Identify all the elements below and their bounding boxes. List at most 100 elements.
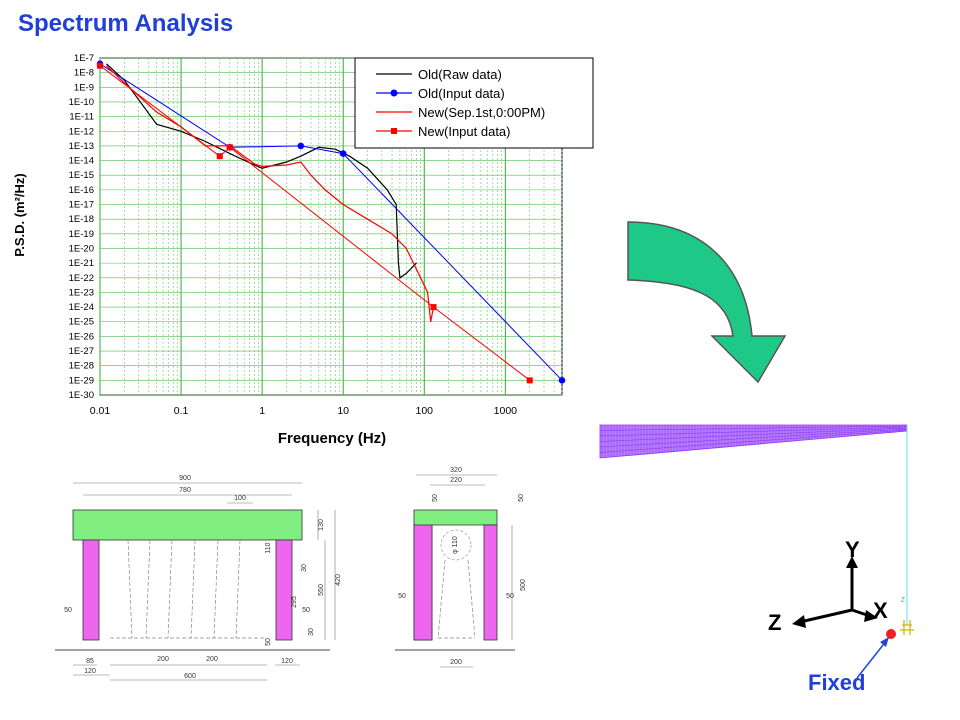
series-point bbox=[226, 144, 233, 151]
top-beam bbox=[72, 509, 303, 541]
y-tick-label: 1E-12 bbox=[69, 126, 94, 137]
mesh-beam bbox=[599, 424, 908, 459]
dimension-label: 50 bbox=[64, 607, 72, 614]
dimension-label: 295 bbox=[291, 596, 298, 608]
dimension-label: 900 bbox=[179, 475, 191, 482]
legend-label: Old(Raw data) bbox=[418, 67, 502, 82]
y-tick-label: 1E-15 bbox=[69, 170, 94, 181]
dimension-label: 120 bbox=[84, 668, 96, 675]
dimension-label: 130 bbox=[318, 519, 325, 531]
legend-label: New(Sep.1st,0:00PM) bbox=[418, 105, 545, 120]
dimension-label: 120 bbox=[281, 658, 293, 665]
dimension-label: 600 bbox=[184, 673, 196, 680]
mesh-line bbox=[599, 428, 908, 448]
tiny-z-label: Z bbox=[901, 597, 906, 604]
side-right-column bbox=[483, 524, 498, 641]
series-point bbox=[97, 62, 103, 69]
mesh-line bbox=[599, 426, 908, 437]
dimension-label: 780 bbox=[179, 487, 191, 494]
y-tick-labels: 1E-71E-81E-91E-101E-111E-121E-131E-141E-… bbox=[69, 53, 94, 401]
y-tick-label: 1E-18 bbox=[69, 214, 94, 225]
page-title: Spectrum Analysis bbox=[18, 10, 234, 37]
y-tick-label: 1E-11 bbox=[69, 112, 94, 123]
flow-arrow bbox=[627, 221, 787, 384]
legend-label: New(Input data) bbox=[418, 124, 511, 139]
chart-legend: Old(Raw data) Old(Input data) New(Sep.1st,… bbox=[354, 57, 594, 149]
dimension-label: 85 bbox=[86, 658, 94, 665]
dimension-label: 220 bbox=[450, 477, 462, 484]
fixed-label: Fixed bbox=[808, 670, 865, 695]
y-tick-label: 1E-13 bbox=[69, 141, 94, 152]
y-tick-label: 1E-23 bbox=[69, 287, 94, 298]
y-tick-label: 1E-8 bbox=[74, 68, 94, 79]
series-line bbox=[105, 63, 417, 279]
dimension-label: 200 bbox=[450, 659, 462, 666]
x-tick-label: 10 bbox=[337, 405, 349, 417]
x-tick-labels: 0.01 0.1 1 10 100 1000 bbox=[90, 405, 517, 417]
mesh-line bbox=[599, 425, 908, 431]
y-tick-label: 1E-29 bbox=[69, 375, 94, 386]
series-lines bbox=[96, 60, 566, 384]
y-tick-label: 1E-22 bbox=[69, 273, 94, 284]
dimension-label: 320 bbox=[450, 467, 462, 474]
dimension-label: φ 110 bbox=[452, 536, 459, 554]
y-tick-label: 1E-19 bbox=[69, 229, 94, 240]
mesh-line bbox=[599, 427, 908, 442]
grid-lines bbox=[99, 57, 563, 396]
series-point bbox=[526, 377, 533, 384]
psd-chart: 1E-71E-81E-91E-101E-111E-121E-131E-141E-… bbox=[12, 53, 594, 447]
series-point bbox=[297, 142, 305, 150]
y-tick-label: 1E-21 bbox=[69, 258, 94, 269]
dimension-label: 30 bbox=[308, 628, 315, 636]
y-tick-label: 1E-20 bbox=[69, 243, 94, 254]
mesh-line bbox=[599, 429, 908, 453]
y-tick-label: 1E-25 bbox=[69, 317, 94, 328]
dimension-label: 30 bbox=[301, 564, 308, 572]
x-tick-label: 1000 bbox=[494, 405, 518, 417]
coordinate-axes: Y X Z Fixed bbox=[768, 537, 896, 695]
side-view-drawing: 320 220 50 50 φ 110 50 50 500 200 bbox=[395, 467, 527, 668]
y-tick-label: 1E-24 bbox=[69, 302, 94, 313]
dimension-label: 100 bbox=[234, 495, 246, 502]
fixed-point-marker bbox=[886, 629, 896, 639]
y-tick-label: 1E-30 bbox=[69, 390, 94, 401]
x-axis-label: Frequency (Hz) bbox=[278, 430, 386, 447]
axis-z-label: Z bbox=[768, 610, 781, 635]
dimension-label: 550 bbox=[318, 584, 325, 596]
y-tick-label: 1E-26 bbox=[69, 331, 94, 342]
dimension-label: 50 bbox=[432, 494, 439, 502]
series-point bbox=[339, 150, 347, 157]
y-tick-label: 1E-27 bbox=[69, 346, 94, 357]
y-tick-label: 1E-7 bbox=[74, 53, 94, 64]
x-tick-label: 0.1 bbox=[174, 405, 189, 417]
dimension-label: 50 bbox=[506, 593, 514, 600]
dimension-label: 420 bbox=[335, 574, 342, 586]
y-tick-label: 1E-9 bbox=[74, 82, 94, 93]
dimension-label: 50 bbox=[265, 638, 272, 646]
y-axis-label: P.S.D. (m²/Hz) bbox=[12, 173, 27, 257]
side-left-column bbox=[413, 524, 433, 641]
y-tick-label: 1E-16 bbox=[69, 185, 94, 196]
dimension-label: 50 bbox=[518, 494, 525, 502]
dimension-label: 50 bbox=[302, 607, 310, 614]
dimension-label: 110 bbox=[265, 542, 272, 553]
y-tick-label: 1E-17 bbox=[69, 200, 94, 211]
legend-label: Old(Input data) bbox=[418, 86, 505, 101]
x-tick-label: 0.01 bbox=[90, 405, 111, 417]
right-column bbox=[275, 539, 293, 641]
dimension-label: 50 bbox=[398, 593, 406, 600]
x-tick-label: 100 bbox=[416, 405, 434, 417]
axis-y-label: Y bbox=[845, 537, 860, 562]
x-tick-label: 1 bbox=[259, 405, 265, 417]
dimension-label: 200 bbox=[157, 656, 169, 663]
legend-marker bbox=[391, 128, 397, 134]
y-tick-label: 1E-14 bbox=[69, 156, 94, 167]
axis-x-label: X bbox=[873, 598, 888, 623]
y-tick-label: 1E-28 bbox=[69, 361, 94, 372]
support-marker bbox=[900, 620, 914, 635]
series-point bbox=[558, 377, 566, 384]
dimension-label: 500 bbox=[520, 579, 527, 591]
legend-marker bbox=[390, 89, 398, 97]
dimension-label: 200 bbox=[206, 656, 218, 663]
